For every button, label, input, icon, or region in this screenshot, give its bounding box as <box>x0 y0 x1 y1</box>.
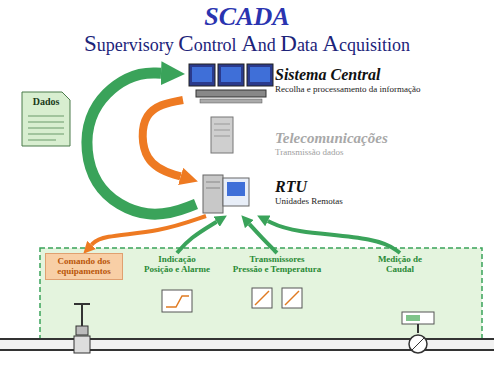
node-heading: RTU <box>275 178 343 196</box>
transmitter-symbol <box>252 288 302 308</box>
indication-item: IndicaçãoPosição e Alarme <box>142 253 212 276</box>
telecom-unit: TelecomunicaçõesTransmissão dados <box>196 112 392 162</box>
node-heading: Dados <box>24 96 68 108</box>
node-heading: Telecomunicações <box>275 130 388 147</box>
flow-arrow <box>87 73 196 214</box>
node-heading: Indicação <box>144 254 210 264</box>
field-region <box>40 248 482 340</box>
flow-arrow <box>177 222 217 253</box>
rtu-unit: RTUUnidades Remotas <box>196 168 347 216</box>
rtu-icon <box>203 175 249 213</box>
flow-measure-item: Medição de Caudal <box>369 253 431 276</box>
node-heading: Medição de Caudal <box>371 254 429 275</box>
flow-arrow <box>268 221 400 253</box>
node-body: Recolha e processamento da informação <box>275 84 420 94</box>
flow-meter-symbol <box>402 312 434 353</box>
node-body: Posição e Alarme <box>144 264 210 274</box>
document-shape <box>22 92 70 146</box>
node-heading: Transmissores <box>233 254 321 264</box>
flow-arrow <box>249 224 277 253</box>
command-box: Comando dos equipamentos <box>45 253 123 280</box>
flow-arrow <box>143 100 183 176</box>
node-heading: Sistema Central <box>275 66 420 84</box>
valve-symbol <box>74 304 90 353</box>
data-document: Dados <box>22 92 70 112</box>
node-heading: Comando dos equipamentos <box>50 256 118 277</box>
subtitle: Supervisory Control And Data Acquisition <box>0 31 494 57</box>
node-body: Pressão e Temperatura <box>233 264 321 274</box>
node-body: Unidades Remotas <box>275 196 343 206</box>
server-icon <box>211 117 233 153</box>
diagram-title: SCADA <box>0 2 494 32</box>
computer-icon <box>189 64 273 103</box>
indication-symbol <box>162 290 192 312</box>
node-body: Transmissão dados <box>275 147 388 157</box>
transmitter-item: TransmissoresPressão e Temperatura <box>231 253 323 276</box>
central-system: Sistema CentralRecolha e processamento d… <box>183 60 424 108</box>
